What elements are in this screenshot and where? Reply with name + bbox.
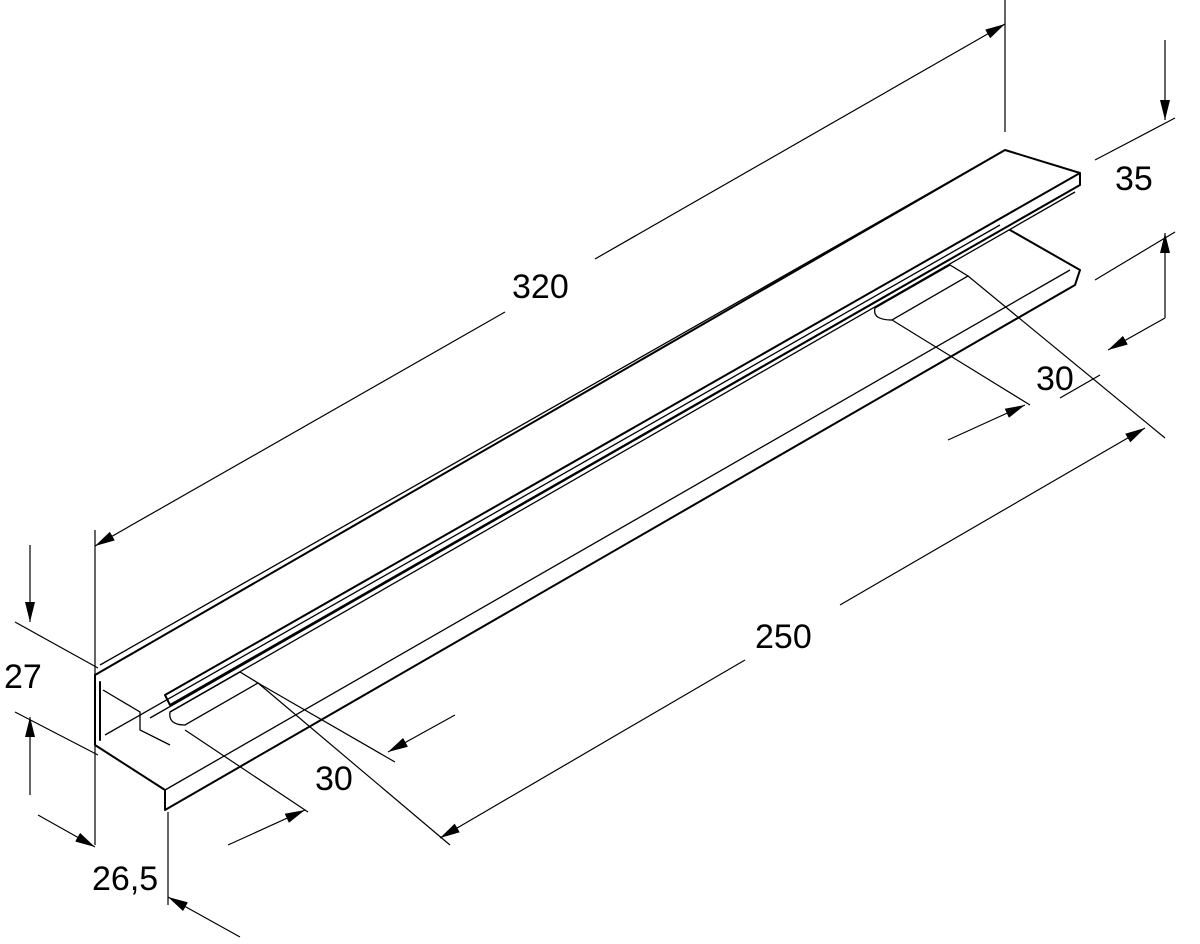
label-27: 27 xyxy=(4,658,42,696)
dimension-slot-left: 30 xyxy=(184,682,456,846)
label-320: 320 xyxy=(512,268,569,306)
slot-right xyxy=(873,264,970,321)
dimension-width-left: 26,5 xyxy=(37,812,241,938)
label-26-5: 26,5 xyxy=(92,860,158,898)
dimension-slot-spacing: 250 xyxy=(257,427,1146,846)
label-250: 250 xyxy=(755,618,812,656)
dimension-height-right: 35 xyxy=(1094,40,1176,351)
dimension-height-left: 27 xyxy=(4,545,99,795)
label-30-right: 30 xyxy=(1036,360,1074,398)
dimension-length-total: 320 xyxy=(94,0,1006,845)
slot-left xyxy=(169,671,260,726)
rail-profile xyxy=(94,149,1081,811)
label-35: 35 xyxy=(1115,160,1153,198)
dimension-slot-right: 30 xyxy=(891,275,1166,441)
label-30-left: 30 xyxy=(315,760,353,798)
